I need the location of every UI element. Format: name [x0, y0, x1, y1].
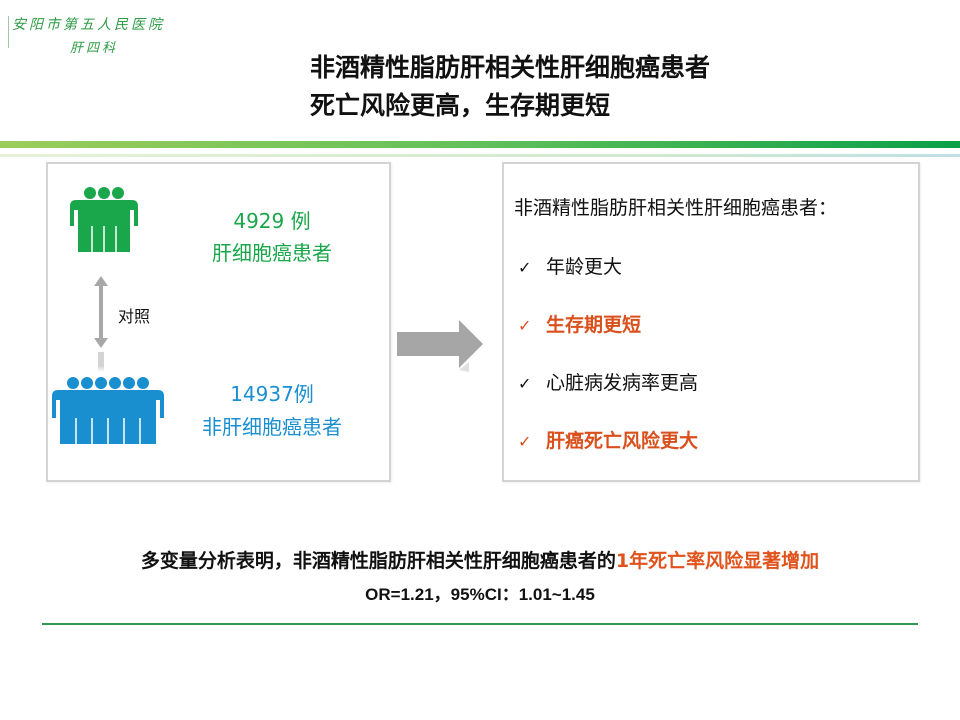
- finding-item: ✓ 心脏病发病率更高: [518, 368, 698, 395]
- finding-text: 年龄更大: [546, 256, 623, 278]
- finding-item-highlight: ✓ 肝癌死亡风险更大: [518, 426, 698, 453]
- check-icon: ✓: [518, 258, 532, 277]
- people-group-icon-blue: [52, 377, 164, 446]
- right-arrow-icon: [397, 320, 483, 372]
- finding-text: 生存期更短: [546, 314, 642, 336]
- compare-label: 对照: [118, 307, 151, 326]
- logo-line1: 安阳市第五人民医院: [12, 17, 165, 33]
- people-group-icon-green: [70, 187, 138, 254]
- findings-panel: [502, 162, 920, 482]
- finding-text: 肝癌死亡风险更大: [546, 430, 699, 452]
- finding-item: ✓ 年龄更大: [518, 252, 622, 279]
- light-divider-line: [0, 154, 960, 157]
- group1-label: 肝细胞癌患者: [212, 241, 332, 265]
- green-divider-bar: [0, 141, 960, 148]
- check-icon: ✓: [518, 432, 532, 451]
- conclusion-highlight: 1年死亡率风险显著增加: [615, 550, 820, 572]
- group2-count: 14937例: [230, 382, 314, 406]
- slide-title-line1: 非酒精性脂肪肝相关性肝细胞癌患者: [309, 53, 710, 82]
- slide-title-line2: 死亡风险更高，生存期更短: [309, 91, 610, 120]
- finding-text: 心脏病发病率更高: [546, 372, 699, 394]
- conclusion-prefix: 多变量分析表明，非酒精性脂肪肝相关性肝细胞癌患者的: [140, 550, 616, 572]
- group2-label: 非肝细胞癌患者: [202, 415, 342, 439]
- logo-divider: [8, 16, 9, 48]
- logo-line2: 肝四科: [70, 41, 119, 56]
- findings-heading: 非酒精性脂肪肝相关性肝细胞癌患者：: [514, 197, 838, 219]
- group1-count: 4929 例: [233, 209, 311, 233]
- double-arrow-icon: [94, 276, 108, 372]
- check-icon: ✓: [518, 316, 532, 335]
- finding-item-highlight: ✓ 生存期更短: [518, 310, 641, 337]
- bottom-divider: [42, 623, 918, 625]
- odds-ratio-stat: OR=1.21，95%CI：1.01~1.45: [365, 585, 595, 604]
- conclusion-text: 多变量分析表明，非酒精性脂肪肝相关性肝细胞癌患者的1年死亡率风险显著增加: [0, 546, 960, 573]
- check-icon: ✓: [518, 374, 532, 393]
